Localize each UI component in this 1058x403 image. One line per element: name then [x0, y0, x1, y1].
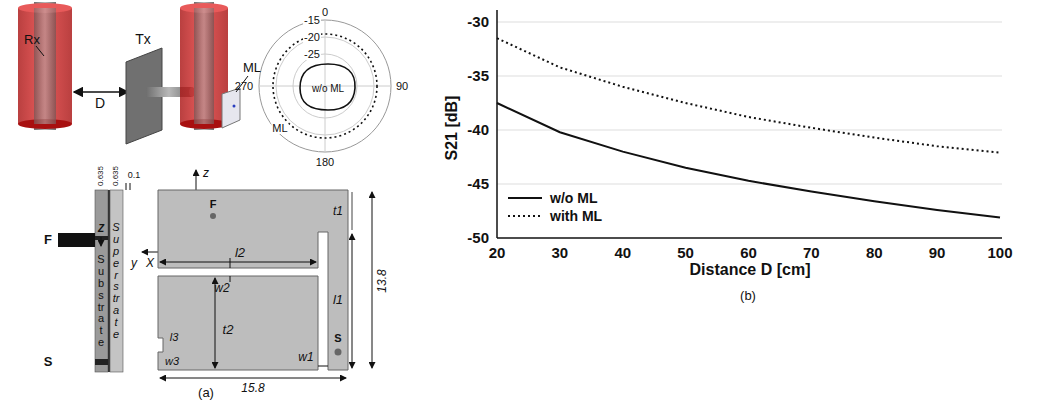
axis-label: 100 [987, 245, 1012, 262]
axis-label: S21 [dB] [443, 96, 461, 161]
body-cylinder [18, 2, 72, 130]
figure-label: z [203, 167, 209, 180]
axis-label: 60 [740, 245, 757, 262]
legend-text: with ML [550, 208, 602, 224]
figure-label: F [210, 198, 217, 210]
figure-label: ML [243, 61, 261, 75]
antenna-layout [158, 190, 372, 378]
figure-label: X [146, 257, 154, 270]
side-view [58, 183, 130, 372]
figure-label: (a) [198, 386, 214, 400]
axis-label: 90 [929, 245, 946, 262]
line-chart [497, 10, 1002, 238]
figure-label: S [334, 332, 341, 344]
figure-label: w/o ML [312, 83, 344, 94]
figure-label: Substrate [97, 254, 105, 349]
axis-label: 50 [677, 245, 694, 262]
legend-text: w/o ML [550, 190, 597, 206]
axis-label: Distance D [cm] [690, 261, 811, 279]
figure-label: 0 [322, 6, 328, 18]
axis-label: -45 [467, 176, 489, 193]
axis-label: -35 [467, 68, 489, 85]
figure-label: 13.8 [376, 269, 389, 292]
figure-label: y [131, 257, 137, 270]
body-cylinder [180, 2, 248, 130]
legend-row: w/o ML [506, 189, 602, 207]
figure-label: l1 [333, 293, 343, 307]
figure-label: w1 [298, 351, 313, 364]
figure-label: w2 [214, 282, 229, 295]
axis-label: -50 [467, 230, 489, 247]
figure-label: Z [98, 223, 104, 234]
distance-arrow [74, 91, 128, 93]
axis-label: 30 [552, 245, 569, 262]
axis-label: 70 [803, 245, 820, 262]
legend-line [506, 211, 546, 221]
axis-label: -30 [467, 14, 489, 31]
axis-arrow [196, 170, 197, 190]
legend: w/o ML with ML [506, 189, 602, 225]
axis-label: (b) [740, 289, 756, 303]
figure-label: S [44, 355, 53, 369]
figure-label: w3 [165, 355, 179, 367]
legend-row: with ML [506, 207, 602, 225]
figure-label: l3 [170, 331, 179, 343]
legend-line [506, 193, 546, 203]
figure-label: 0.1 [128, 171, 141, 181]
axis-label: 80 [866, 245, 883, 262]
figure-label: -20 [303, 31, 321, 43]
polar-pattern [259, 20, 391, 152]
figure-label: ML [271, 122, 288, 134]
figure-label: 0.635 [97, 166, 106, 186]
axis-label: 40 [614, 245, 631, 262]
figure-label: 180 [316, 156, 334, 168]
figure-label: 15.8 [240, 382, 265, 395]
figure-label: 90 [396, 80, 408, 92]
figure-label: t2 [223, 323, 234, 337]
figure-label: t1 [333, 205, 343, 218]
figure-label: Tx [135, 32, 151, 47]
figure-label: -25 [303, 48, 321, 60]
figure-label: 0.635 [112, 166, 121, 186]
figure-label: l2 [235, 246, 245, 260]
figure-label: -15 [303, 14, 321, 26]
figure-label: D [95, 96, 105, 111]
figure-label: F [44, 233, 52, 247]
figure-label: 270 [235, 80, 253, 92]
axis-label: 20 [489, 245, 506, 262]
figure-label: Superstrate [112, 222, 120, 341]
figure-label: Rx [24, 33, 40, 47]
axis-label: -40 [467, 122, 489, 139]
